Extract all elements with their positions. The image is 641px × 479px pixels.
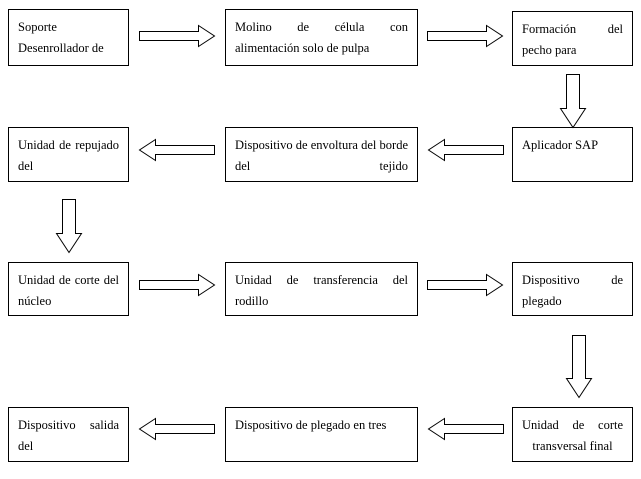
node-label: Dispositivo de plegado en tres bbox=[235, 418, 387, 432]
node-dispositivo-plegado-en-tres: Dispositivo de plegado en tres bbox=[225, 407, 418, 462]
node-unidad-de-repujado: Unidad de repujado del bbox=[8, 127, 129, 182]
node-dispositivo-envoltura: Dispositivo de envoltura del borde del t… bbox=[225, 127, 418, 182]
node-dispositivo-de-plegado: Dispositivo de plegado bbox=[512, 262, 633, 316]
arrow-left-icon bbox=[138, 417, 215, 441]
arrow-left-icon bbox=[138, 138, 215, 162]
node-label: Dispositivo de plegado bbox=[522, 273, 623, 308]
node-label: Unidad de repujado del bbox=[18, 138, 119, 173]
node-label: Dispositivo de envoltura del borde del t… bbox=[235, 138, 408, 173]
node-unidad-de-transferencia: Unidad de transferencia del rodillo bbox=[225, 262, 418, 316]
node-label: Formación del pecho para bbox=[522, 22, 623, 57]
node-label: Soporte Desenrollador de bbox=[18, 20, 104, 55]
node-formacion-del-pecho: Formación del pecho para bbox=[512, 11, 633, 66]
arrow-down-icon bbox=[565, 335, 593, 399]
arrow-right-icon bbox=[139, 24, 216, 48]
node-label: Unidad de transferencia del rodillo bbox=[235, 273, 408, 308]
arrow-right-icon bbox=[139, 273, 216, 297]
node-unidad-de-corte-transversal: Unidad de corte transversal final bbox=[512, 407, 633, 462]
arrow-down-icon bbox=[55, 199, 83, 254]
arrow-right-icon bbox=[427, 273, 504, 297]
node-dispositivo-salida: Dispositivo salida del bbox=[8, 407, 129, 462]
node-soporte-desenrollador: Soporte Desenrollador de bbox=[8, 9, 129, 66]
arrow-down-icon bbox=[559, 74, 587, 129]
node-label: Dispositivo salida del bbox=[18, 418, 119, 453]
node-aplicador-sap: Aplicador SAP bbox=[512, 127, 633, 182]
arrow-left-icon bbox=[427, 138, 504, 162]
node-label: Aplicador SAP bbox=[522, 138, 599, 152]
arrow-left-icon bbox=[427, 417, 504, 441]
node-label: Unidad de corte del núcleo bbox=[18, 273, 119, 308]
node-label: Molino de célula con alimentación solo d… bbox=[235, 20, 408, 55]
node-label: Unidad de corte transversal final bbox=[522, 418, 623, 453]
node-molino-de-celula: Molino de célula con alimentación solo d… bbox=[225, 9, 418, 66]
arrow-right-icon bbox=[427, 24, 504, 48]
node-unidad-de-corte-del-nucleo: Unidad de corte del núcleo bbox=[8, 262, 129, 316]
